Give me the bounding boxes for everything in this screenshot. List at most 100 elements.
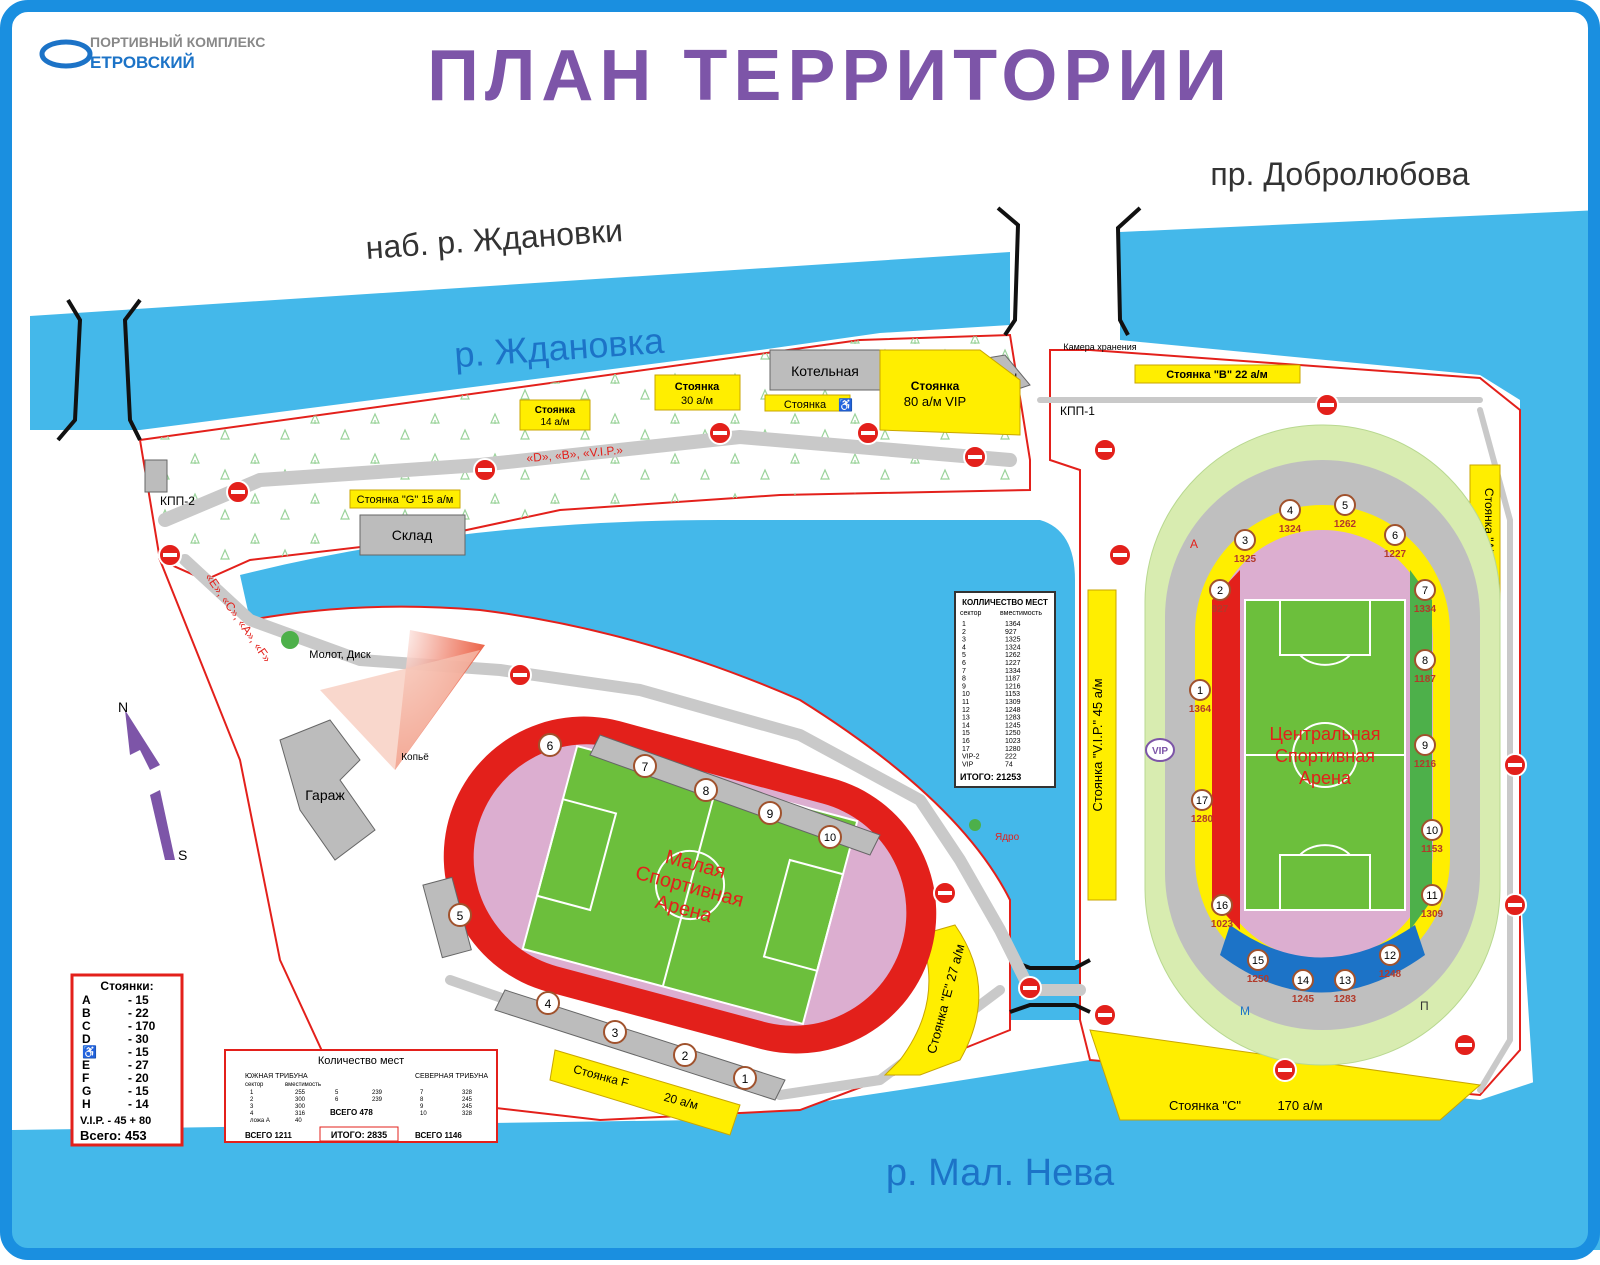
svg-text:N: N — [118, 699, 128, 715]
svg-text:1248: 1248 — [1379, 969, 1402, 980]
legend-count: - 20 — [128, 1071, 149, 1085]
legend-letter: H — [82, 1097, 91, 1111]
small-row: 300 — [295, 1097, 306, 1103]
places-table-title: КОЛЛИЧЕСТВО МЕСТ — [962, 598, 1048, 607]
places-row-capacity: 1248 — [1005, 707, 1021, 714]
small-row: 245 — [462, 1104, 473, 1110]
warehouse: Склад — [359, 514, 466, 556]
no-entry-sign-icon — [1273, 1058, 1297, 1082]
central-sector: 8 1187 — [1414, 649, 1436, 685]
no-entry-sign-icon — [1093, 438, 1117, 462]
places-row-sector: 17 — [962, 746, 970, 753]
svg-text:6: 6 — [547, 739, 554, 753]
no-entry-sign-icon — [963, 445, 987, 469]
parking-d: Стоянка 30 а/м — [654, 374, 741, 411]
places-row-capacity: 1227 — [1005, 660, 1021, 667]
places-row-sector: 12 — [962, 707, 970, 714]
svg-text:Стоянка: Стоянка — [535, 405, 576, 416]
svg-text:8: 8 — [1422, 655, 1428, 667]
gate-p: П — [1420, 999, 1429, 1013]
no-entry-sign-icon — [1018, 976, 1042, 1000]
small-arena-sectors: 1 2 3 4 5 6 7 8 9 10 — [448, 733, 842, 1090]
small-table-title: Количество мест — [318, 1055, 404, 1067]
small-sector: 2 — [673, 1043, 697, 1067]
places-row-capacity: 1283 — [1005, 715, 1021, 722]
no-entry-sign-icon — [473, 458, 497, 482]
small-sector: 4 — [536, 991, 560, 1015]
small-sector: 3 — [603, 1020, 627, 1044]
vip-badge — [1145, 738, 1175, 762]
places-row-capacity: 222 — [1005, 754, 1017, 761]
places-row-capacity: 1262 — [1005, 652, 1021, 659]
svg-text:Стоянка "В" 22 а/м: Стоянка "В" 22 а/м — [1166, 369, 1268, 381]
small-row: 3 — [250, 1104, 254, 1110]
page-title: ПЛАН ТЕРРИТОРИИ — [427, 36, 1233, 116]
label-mal-neva: р. Мал. Нева — [886, 1152, 1115, 1194]
small-row: 5 — [335, 1090, 339, 1096]
accessible-icon: ♿ — [838, 398, 853, 412]
small-row: 4 — [250, 1111, 254, 1117]
no-entry-sign-icon — [1453, 1033, 1477, 1057]
svg-text:СЕВЕРНАЯ ТРИБУНА: СЕВЕРНАЯ ТРИБУНА — [415, 1073, 488, 1080]
inner-harbor — [240, 520, 1075, 960]
svg-text:7: 7 — [642, 760, 649, 774]
logo-line1: ПОРТИВНЫЙ КОМПЛЕКС — [90, 33, 265, 50]
svg-text:2: 2 — [682, 1049, 689, 1063]
svg-text:1227: 1227 — [1384, 549, 1407, 560]
places-row-capacity: 1245 — [1005, 722, 1021, 729]
boiler-house: Котельная — [769, 349, 881, 391]
svg-text:10: 10 — [1426, 825, 1438, 837]
no-entry-sign-icon — [1315, 393, 1339, 417]
central-arena-name-1: Центральная — [1269, 724, 1380, 744]
gate-m: М — [1240, 1004, 1250, 1018]
svg-text:Стоянка "G" 15 а/м: Стоянка "G" 15 а/м — [357, 494, 454, 506]
gate-a: А — [1190, 537, 1198, 551]
places-row-capacity: 1023 — [1005, 738, 1021, 745]
places-row-sector: VIP — [962, 761, 974, 768]
small-row: 239 — [372, 1097, 383, 1103]
shot-circle — [969, 819, 981, 831]
legend-letter: C — [82, 1019, 91, 1033]
svg-text:Склад: Склад — [392, 527, 433, 543]
svg-text:1216: 1216 — [1414, 759, 1437, 770]
svg-text:17: 17 — [1196, 795, 1208, 807]
logo: ПОРТИВНЫЙ КОМПЛЕКС ЕТРОВСКИЙ — [39, 33, 265, 72]
svg-text:14: 14 — [1297, 975, 1309, 987]
small-sector: 5 — [448, 903, 472, 927]
small-places-table: Количество мест ЮЖНАЯ ТРИБУНА СЕВЕРНАЯ Т… — [224, 1049, 498, 1143]
places-row-capacity: 1364 — [1005, 621, 1021, 628]
parking-legend-vip: V.I.P. - 45 + 80 — [80, 1115, 151, 1127]
legend-count: - 15 — [128, 993, 149, 1007]
places-row-capacity: 1325 — [1005, 637, 1021, 644]
svg-text:Копьё: Копьё — [401, 752, 429, 763]
svg-text:14 а/м: 14 а/м — [540, 417, 569, 428]
svg-text:1187: 1187 — [1414, 674, 1436, 685]
svg-text:КПП-2: КПП-2 — [160, 494, 195, 508]
small-row: 7 — [420, 1090, 424, 1096]
parking-b: Стоянка "В" 22 а/м — [1134, 364, 1301, 384]
legend-count: - 14 — [128, 1097, 149, 1111]
legend-count: - 27 — [128, 1058, 149, 1072]
places-table-total: ИТОГО: 21253 — [960, 772, 1021, 782]
legend-count: - 30 — [128, 1032, 149, 1046]
places-row-capacity: 1187 — [1005, 676, 1020, 683]
places-row-sector: 15 — [962, 730, 970, 737]
legend-letter: E — [82, 1058, 90, 1072]
svg-text:1364: 1364 — [1189, 704, 1212, 715]
svg-text:ВСЕГО 1211: ВСЕГО 1211 — [245, 1131, 292, 1140]
svg-text:5: 5 — [457, 909, 464, 923]
svg-text:30 а/м: 30 а/м — [681, 395, 713, 407]
places-row-capacity: 1324 — [1005, 644, 1021, 651]
svg-text:1: 1 — [742, 1072, 749, 1086]
small-row: 10 — [420, 1111, 427, 1117]
no-entry-sign-icon — [1503, 753, 1527, 777]
legend-count: - 15 — [128, 1084, 149, 1098]
svg-text:5: 5 — [1342, 500, 1348, 512]
